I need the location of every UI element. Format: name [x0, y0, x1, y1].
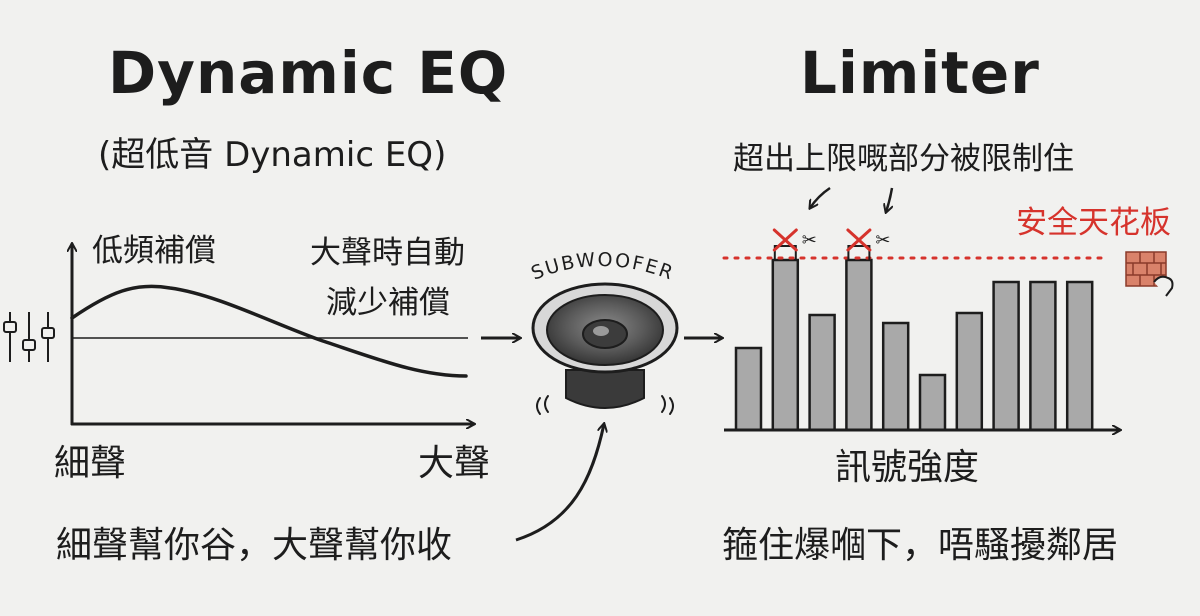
clipped-peak — [773, 245, 797, 260]
limiter-bar — [1029, 280, 1057, 432]
limiter-bar — [808, 313, 836, 432]
limiter-bar — [771, 258, 800, 432]
limiter-bar — [955, 311, 984, 432]
dynamic-eq-subtitle: (超低音 Dynamic EQ) — [98, 135, 447, 175]
eq-axes — [72, 244, 474, 424]
clip-marks: ✂✂ — [772, 228, 890, 260]
scissors-icon: ✂ — [802, 230, 817, 251]
limiter-bar — [734, 346, 763, 432]
ceiling-label: 安全天花板 — [1016, 205, 1171, 241]
limiter-bar — [1065, 280, 1094, 432]
limiter-bar — [992, 280, 1020, 432]
clip-cross-icon — [772, 228, 798, 252]
reduce-label-line1: 大聲時自動 — [310, 235, 465, 271]
eq-compensation-curve — [70, 284, 468, 378]
x-axis-right-label: 大聲 — [418, 443, 491, 484]
limiter-bar — [918, 373, 947, 432]
limiter-title: Limiter — [800, 39, 1040, 107]
hand-icon — [1153, 275, 1174, 297]
boost-label: 低頻補償 — [92, 233, 216, 269]
limiter-bar — [881, 321, 910, 432]
limiter-caption: 箍住爆嗰下，唔騷擾鄰居 — [722, 525, 1119, 566]
limiter-x-label: 訊號強度 — [835, 447, 980, 488]
x-axis-left-label: 細聲 — [54, 443, 127, 484]
limiter-bars — [734, 258, 1094, 432]
dynamic-eq-caption: 細聲幫你谷，大聲幫你收 — [56, 525, 453, 566]
clipped-peak — [847, 245, 871, 260]
dynamic-eq-title: Dynamic EQ — [108, 39, 509, 107]
clip-note: 超出上限嘅部分被限制住 — [733, 141, 1074, 177]
fader-sliders-icon — [3, 312, 55, 362]
clip-cross-icon — [846, 228, 872, 252]
clip-note-arrows — [810, 186, 892, 212]
subwoofer-speaker-icon — [531, 282, 679, 409]
vibration-lines-icon — [536, 395, 674, 415]
limiter-bar — [845, 258, 873, 432]
scissors-icon: ✂ — [875, 230, 890, 251]
curved-arrow-icon — [515, 424, 604, 542]
reduce-label-line2: 減少補償 — [326, 285, 450, 321]
brick-wall-icon — [1125, 251, 1167, 287]
subwoofer-label: SUBWOOFER — [528, 249, 677, 285]
